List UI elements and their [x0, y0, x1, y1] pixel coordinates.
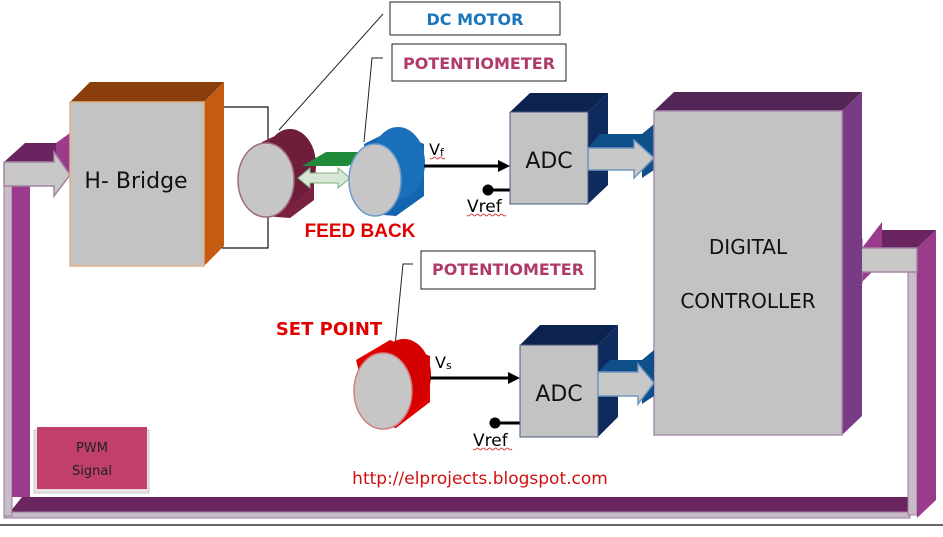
motor-wire-top — [224, 106, 269, 142]
adc-feedback-to-controller-arrow — [587, 124, 656, 180]
vref-setpoint-label: Vref — [473, 431, 509, 451]
vref-feedback-squiggle — [466, 213, 507, 217]
vf-arrowhead — [498, 160, 510, 172]
bus-right-front — [907, 269, 918, 516]
adc-feedback-label: ADC — [525, 149, 572, 174]
adc-setpoint-face — [519, 344, 599, 438]
motor-wire-bottom — [222, 215, 269, 249]
feedback-pot-callout-line — [363, 57, 383, 143]
bus-right-side — [917, 230, 936, 518]
shaft-coupling — [297, 152, 372, 190]
adc-setpoint-to-controller-arrow — [597, 350, 655, 407]
hbridge-side — [204, 82, 224, 266]
coupling-double-arrow — [297, 166, 351, 190]
controller-top — [654, 92, 862, 111]
hbridge-face — [69, 101, 205, 267]
pwm-signal-bus — [3, 133, 936, 519]
coupling-top — [302, 152, 372, 166]
vf-label: Vf — [429, 140, 445, 159]
feedback-pot-callout-text: POTENTIOMETER — [403, 54, 555, 73]
vref-feedback-label: Vref — [467, 197, 503, 217]
bus-left-side — [12, 186, 30, 497]
adc-feedback-top — [510, 93, 608, 112]
bus-bottom-top — [10, 497, 910, 512]
setpoint-pot-face — [353, 352, 413, 430]
motor-face — [237, 142, 295, 218]
dc-motor-callout-text: DC MOTOR — [427, 10, 524, 29]
dc-motor-callout: DC MOTOR — [389, 1, 561, 36]
pwm-label-line1: PWM — [76, 441, 108, 456]
adc-feedback-block: ADC — [509, 93, 608, 205]
pwm-signal-box: PWM Signal — [33, 427, 150, 494]
vf-squiggle — [429, 156, 446, 160]
dc-motor-callout-line — [278, 13, 384, 131]
hbridge-block: H- Bridge — [69, 82, 224, 267]
adc-setpoint-label: ADC — [535, 382, 582, 407]
vref-setpoint-squiggle — [472, 447, 513, 451]
controller-face — [653, 110, 843, 436]
pwm-label-line2: Signal — [72, 464, 112, 479]
setpoint-pot-callout: POTENTIOMETER — [420, 250, 596, 290]
digital-controller-block: DIGITAL CONTROLLER — [653, 92, 862, 436]
dc-motor — [237, 129, 316, 218]
controller-label-line1: DIGITAL — [709, 235, 788, 259]
set-point-label: SET POINT — [276, 319, 383, 340]
setpoint-potentiometer — [353, 339, 431, 430]
feedback-potentiometer — [348, 127, 425, 217]
feedback-pot-face — [348, 143, 402, 217]
feedback-pot-callout: POTENTIOMETER — [391, 43, 567, 82]
hbridge-label: H- Bridge — [84, 169, 187, 194]
vs-label: Vs — [435, 353, 452, 372]
adc-setpoint-top — [520, 325, 618, 345]
setpoint-pot-callout-text: POTENTIOMETER — [432, 260, 584, 279]
adc-feedback-face — [509, 111, 589, 205]
bus-bottom-front — [3, 511, 911, 519]
bus-left-arrow-top — [4, 143, 58, 162]
feed-back-label: FEED BACK — [305, 221, 416, 242]
source-url[interactable]: http://elprojects.blogspot.com — [352, 469, 608, 489]
bus-left-front — [3, 185, 13, 517]
adc-setpoint-block: ADC — [519, 325, 618, 438]
hbridge-top — [70, 82, 224, 102]
setpoint-pot-callout-line — [394, 263, 413, 347]
bus-left-arrow — [3, 149, 71, 199]
vs-arrowhead — [508, 372, 520, 384]
controller-label-line2: CONTROLLER — [680, 289, 815, 313]
controller-side — [842, 92, 862, 435]
